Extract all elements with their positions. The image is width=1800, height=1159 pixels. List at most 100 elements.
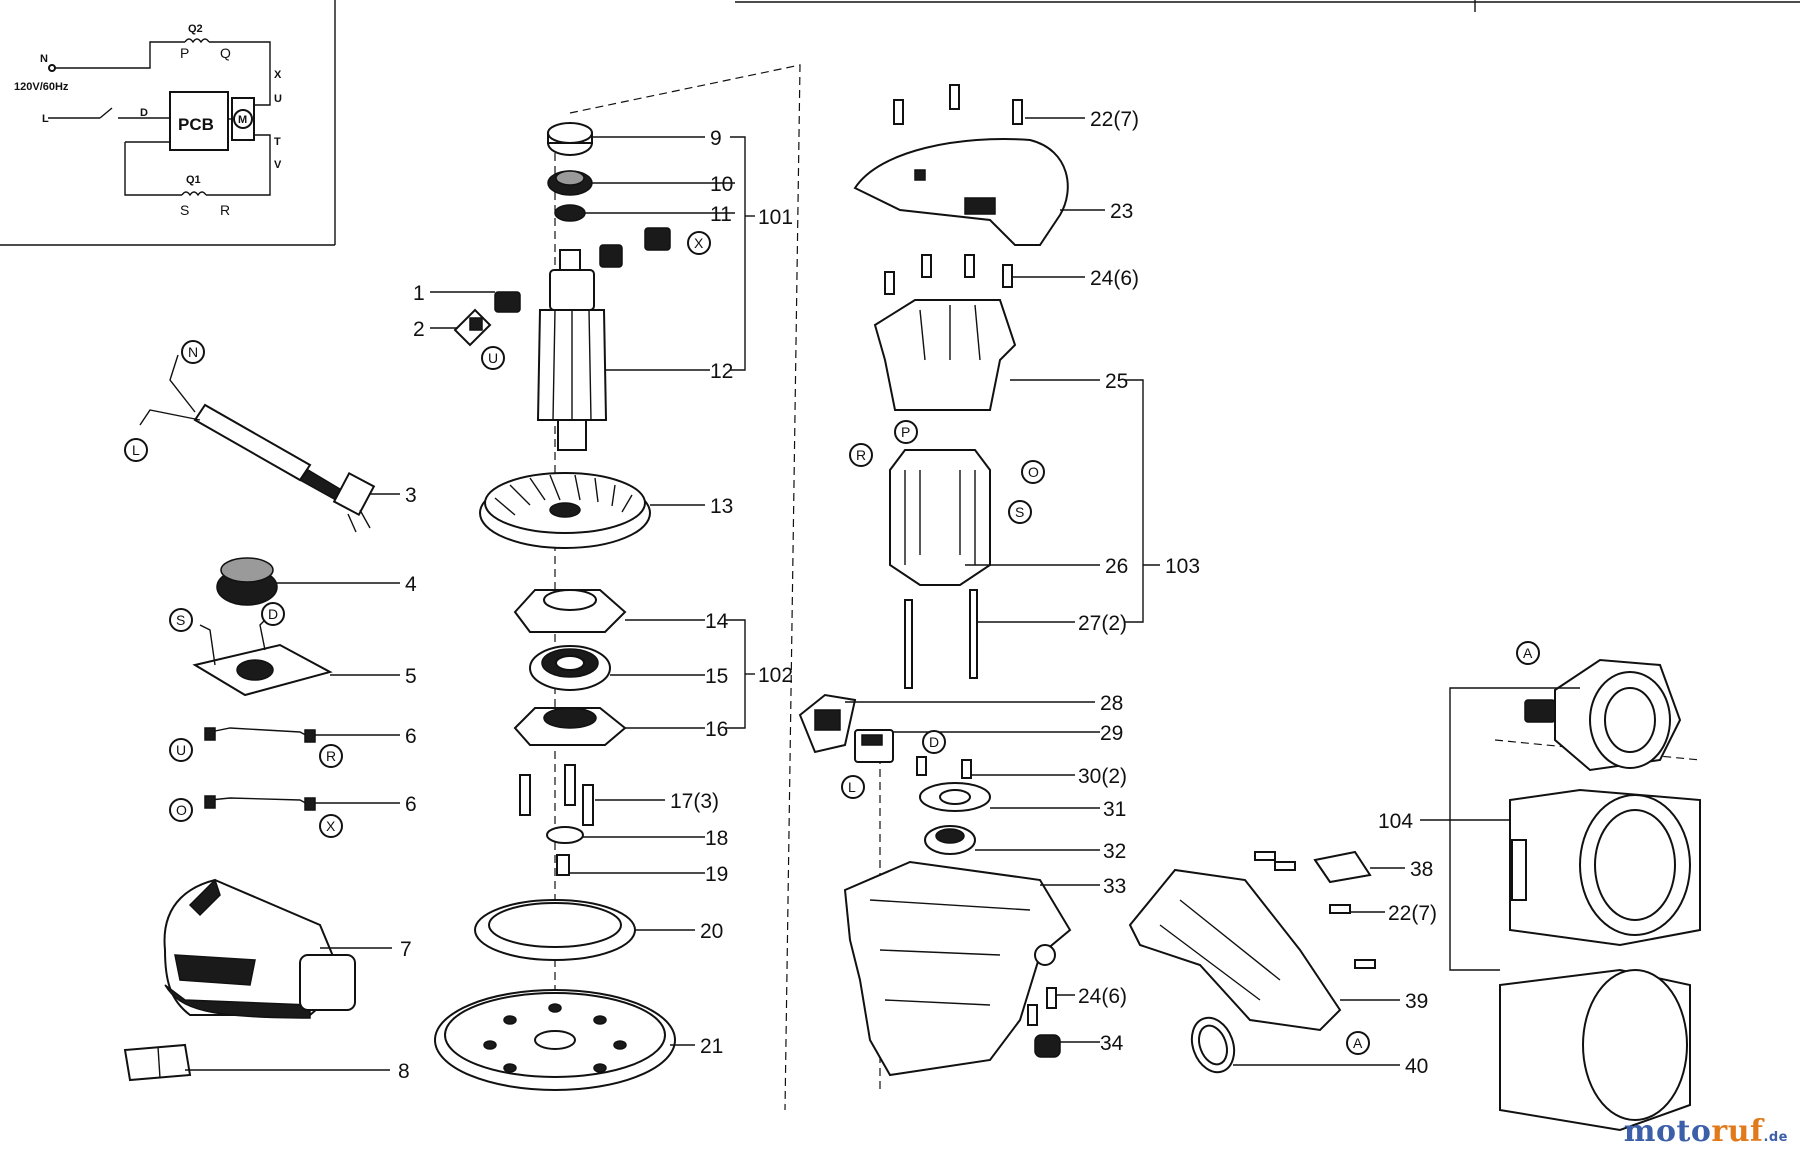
callout-24-top: 24(6) [1090, 267, 1139, 290]
wiring-n-label: N [40, 53, 48, 65]
callout-2: 2 [413, 318, 425, 341]
wiring-l-label: L [42, 113, 49, 125]
callout-29: 29 [1100, 722, 1123, 745]
callout-8: 8 [398, 1060, 410, 1083]
screw-part-19 [556, 854, 570, 876]
wiring-v-label: V [274, 159, 282, 171]
marker-x-brush: X [687, 231, 711, 255]
callout-16: 16 [705, 718, 728, 741]
callout-104: 104 [1378, 810, 1413, 833]
marker-r-stator: R [849, 443, 873, 467]
marker-s-pcb: S [169, 608, 193, 632]
knob-part-34 [1034, 1034, 1061, 1058]
bearing-part-15 [529, 645, 611, 691]
screws-part-24-bottom [1027, 987, 1057, 1026]
svg-text:P: P [901, 424, 910, 440]
callout-13: 13 [710, 495, 733, 518]
svg-text:L: L [132, 442, 140, 458]
circled-markers: N L U X S D U R O X P R O S D L A A [124, 231, 1540, 1055]
svg-text:A: A [1523, 645, 1533, 661]
screws-part-17 [519, 764, 594, 826]
bearing-part-32 [924, 825, 976, 855]
washer-part-18 [546, 826, 584, 844]
housing-shell-part [163, 878, 356, 1019]
marker-p-stator: P [894, 420, 918, 444]
marker-l-switch: L [841, 775, 865, 799]
callout-7: 7 [400, 938, 412, 961]
marker-r-wire: R [319, 744, 343, 768]
marker-l-cord: L [124, 438, 148, 462]
watermark-brand-b: ruf [1711, 1114, 1764, 1149]
marker-o-wire: O [169, 798, 193, 822]
motor-housing-part-25 [873, 299, 1017, 411]
wiring-x-label: X [274, 69, 282, 81]
plate-part-31 [919, 782, 991, 812]
bearing-holder-part-14 [513, 589, 627, 633]
callout-21: 21 [700, 1035, 723, 1058]
callout-9: 9 [710, 127, 722, 150]
switch-part-29 [854, 729, 894, 763]
callout-17: 17(3) [670, 790, 719, 813]
marker-d-pcb: D [261, 602, 285, 626]
callout-22-right: 22(7) [1388, 902, 1437, 925]
callout-14: 14 [705, 610, 729, 633]
svg-text:N: N [188, 344, 198, 360]
callout-1: 1 [413, 282, 425, 305]
wiring-q2-label: Q2 [188, 23, 203, 35]
wiring-diagram: N 120V/60Hz L D PCB Q2 P Q Q1 S R X U T … [14, 23, 282, 218]
sanding-pad-part-21 [434, 989, 676, 1091]
wiring-t-label: T [274, 136, 281, 148]
callout-103: 103 [1165, 555, 1200, 578]
svg-text:O: O [1028, 464, 1039, 480]
wire-part-b [204, 795, 316, 811]
callout-40: 40 [1405, 1055, 1428, 1078]
marker-x-wire: X [319, 814, 343, 838]
svg-text:S: S [176, 612, 185, 628]
brush-pair-top [599, 227, 671, 268]
callout-3: 3 [405, 484, 417, 507]
long-screws-part-27 [904, 589, 978, 689]
callout-11: 11 [710, 203, 732, 226]
pcb-part [192, 614, 333, 697]
dust-box-cap [1524, 658, 1682, 772]
fan-part-13 [479, 472, 651, 549]
screws-part-24-top [884, 254, 1013, 295]
marker-o-stator: O [1021, 460, 1045, 484]
callout-6-a: 6 [405, 725, 417, 748]
svg-text:D: D [268, 606, 278, 622]
wiring-s-label: S [180, 202, 189, 218]
callout-27: 27(2) [1078, 612, 1127, 635]
dust-adaptor-part-39 [1128, 868, 1342, 1032]
wiring-q1-label: Q1 [186, 174, 201, 186]
svg-text:U: U [176, 742, 186, 758]
callout-25: 25 [1105, 370, 1128, 393]
wiring-r-label: R [220, 202, 230, 218]
marker-u-brush: U [481, 346, 505, 370]
wiring-motor-label: M [238, 114, 247, 126]
callout-32: 32 [1103, 840, 1126, 863]
marker-u-wire: U [169, 738, 193, 762]
callout-4: 4 [405, 573, 417, 596]
svg-text:A: A [1353, 1035, 1363, 1051]
marker-s-stator: S [1008, 500, 1032, 524]
wiring-q-label: Q [220, 45, 231, 61]
watermark-suffix: .de [1763, 1130, 1788, 1145]
callout-34: 34 [1100, 1032, 1124, 1055]
top-cover-part-23 [853, 138, 1069, 246]
callout-leader-lines [185, 117, 1580, 1071]
callout-5: 5 [405, 665, 417, 688]
callout-22-top: 22(7) [1090, 108, 1139, 131]
bearing-part-10 [547, 170, 593, 196]
svg-text:X: X [326, 818, 336, 834]
marker-a-adaptor: A [1346, 1031, 1370, 1055]
callout-15: 15 [705, 665, 728, 688]
marker-a-dustbox: A [1516, 641, 1540, 665]
svg-text:L: L [848, 779, 856, 795]
site-watermark: motoruf.de [1624, 1114, 1788, 1149]
brush-part-1 [494, 291, 521, 313]
callout-23: 23 [1110, 200, 1133, 223]
marker-n: N [181, 340, 205, 364]
wire-part-a [204, 727, 316, 743]
wiring-pcb-label: PCB [178, 115, 214, 134]
